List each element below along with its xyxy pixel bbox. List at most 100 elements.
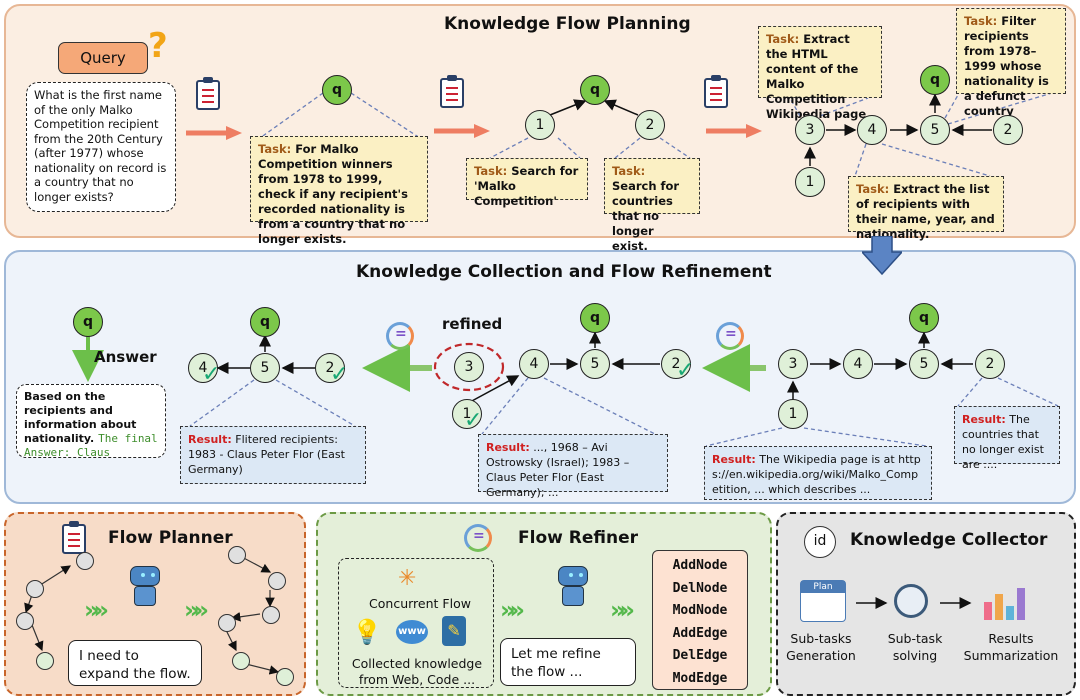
node-4: 4	[843, 349, 873, 379]
red-arrow-2	[434, 124, 490, 138]
operations-list: AddNode DelNode ModNode AddEdge DelEdge …	[652, 550, 748, 690]
web-icon: www	[396, 620, 428, 644]
node-4: 4	[519, 349, 549, 379]
task-prefix: Task:	[856, 182, 890, 196]
task-search2-text: Search for countries that no longer exis…	[612, 179, 680, 253]
check-icon: ✓	[464, 408, 483, 433]
node-5: 5	[909, 349, 939, 379]
op-mod-edge: ModEdge	[672, 670, 728, 686]
collection-title: Knowledge Collection and Flow Refinement	[356, 262, 772, 282]
node-5: 5	[250, 353, 280, 383]
knowledge-collector-title: Knowledge Collector	[850, 530, 1048, 550]
clipboard-icon	[62, 521, 86, 554]
clipboard-icon	[704, 75, 728, 108]
answer-label: Answer	[94, 348, 157, 366]
task-extract-html-box: Task: Extract the HTML content of the Ma…	[758, 26, 882, 121]
refiner-speech-bubble: Let me refine the flow ...	[500, 638, 636, 686]
op-add-edge: AddEdge	[672, 625, 728, 641]
result-filtered-text: Flitered recipients: 1983 - Claus Peter …	[188, 433, 345, 476]
magnifier-icon	[894, 584, 928, 618]
node-5: 5	[920, 115, 950, 145]
answer-final: The final Answer: Claus	[24, 432, 158, 459]
plan-icon-label: Plan	[801, 581, 845, 593]
result-wiki-text: The Wikipedia page is at https://en.wiki…	[712, 453, 921, 496]
graph-node	[16, 612, 34, 630]
task-prefix: Task:	[766, 32, 800, 46]
step-subtasks-generation: Sub-tasks Generation	[786, 631, 856, 663]
query-label: Query	[58, 42, 148, 74]
graph-node	[76, 552, 94, 570]
task-search1-text: Search for 'Malko Competition'	[474, 164, 579, 208]
node-3: 3	[795, 115, 825, 145]
node-3: 3	[778, 349, 808, 379]
node-1: 1	[778, 399, 808, 429]
task-search1-box: Task: Search for 'Malko Competition'	[466, 158, 588, 208]
node-1: 1	[525, 110, 555, 140]
plan-icon: Plan	[800, 580, 846, 622]
node-q: q	[580, 303, 610, 333]
chevron-icon: »»	[500, 596, 525, 624]
node-5: 5	[580, 349, 610, 379]
red-arrow-1	[186, 126, 242, 140]
down-arrow-icon	[862, 236, 902, 276]
task-extract-list-box: Task: Extract the list of recipients wit…	[848, 176, 1004, 241]
result-prefix: Result:	[962, 413, 1006, 426]
concurrent-flow-label: Concurrent Flow	[369, 596, 471, 611]
chevron-icon: »»	[84, 596, 109, 624]
node-2: 2	[315, 353, 345, 383]
python-file-icon: ✎	[442, 616, 466, 646]
node-q: q	[322, 75, 352, 105]
op-add-node: AddNode	[672, 558, 728, 573]
result-countries-box: Result: The countries that no longer exi…	[954, 406, 1060, 471]
graph-node	[228, 546, 246, 564]
refresh-icon	[386, 322, 414, 350]
flow-planner-title: Flow Planner	[108, 528, 233, 548]
result-wiki-box: Result: The Wikipedia page is at https:/…	[704, 446, 932, 500]
bar-chart-icon	[982, 582, 1030, 620]
result-prefix: Result:	[188, 433, 232, 446]
refined-label: refined	[442, 315, 503, 333]
task-extract-html-text: Extract the HTML content of the Malko Co…	[766, 32, 867, 121]
task-main-text: For Malko Competition winners from 1978 …	[258, 142, 408, 246]
task-filter-box: Task: Filter recipients from 1978–1999 w…	[956, 8, 1066, 118]
task-prefix: Task:	[612, 164, 646, 178]
check-icon: ✓	[202, 362, 221, 387]
node-2: 2	[975, 349, 1005, 379]
robot-icon	[556, 566, 588, 606]
result-filtered-box: Result: Flitered recipients: 1983 - Clau…	[180, 426, 366, 484]
id-badge: id	[804, 526, 836, 558]
answer-text: Based on the recipients and information …	[24, 390, 137, 445]
refresh-icon	[464, 524, 492, 552]
node-1: 1	[452, 399, 482, 429]
chevron-icon: »»	[184, 596, 209, 624]
task-main-box: Task: For Malko Competition winners from…	[250, 136, 428, 246]
result-list-text: ..., 1968 – Avi Ostrowsky (Israel); 1983…	[486, 441, 630, 499]
answer-box: Based on the recipients and information …	[16, 384, 166, 459]
robot-icon	[128, 566, 160, 606]
task-prefix: Task:	[964, 14, 998, 28]
task-extract-list-text: Extract the list of recipients with thei…	[856, 182, 995, 241]
task-filter-text: Filter recipients from 1978–1999 whose n…	[964, 14, 1049, 118]
node-4: 4	[857, 115, 887, 145]
graph-node	[262, 606, 280, 624]
question-mark-icon: ?	[148, 26, 168, 66]
step-results-summarization: Results Summarization	[963, 631, 1059, 663]
network-icon: ✳	[398, 566, 417, 591]
graph-node	[268, 572, 286, 590]
node-1: 1	[795, 167, 825, 197]
graph-node	[218, 614, 236, 632]
node-q: q	[920, 65, 950, 95]
node-2: 2	[993, 115, 1023, 145]
concurrent-flow-box	[338, 558, 494, 688]
graph-node	[26, 580, 44, 598]
clipboard-icon	[196, 77, 220, 110]
op-del-edge: DelEdge	[672, 648, 728, 664]
lightbulb-icon: 💡	[352, 618, 382, 646]
node-q: q	[73, 307, 103, 337]
node-q: q	[909, 303, 939, 333]
result-list-box: Result: ..., 1968 – Avi Ostrowsky (Israe…	[478, 434, 668, 499]
step-subtask-solving: Sub-task solving	[887, 631, 943, 663]
node-2: 2	[661, 349, 691, 379]
op-del-node: DelNode	[672, 580, 728, 596]
node-q: q	[250, 307, 280, 337]
